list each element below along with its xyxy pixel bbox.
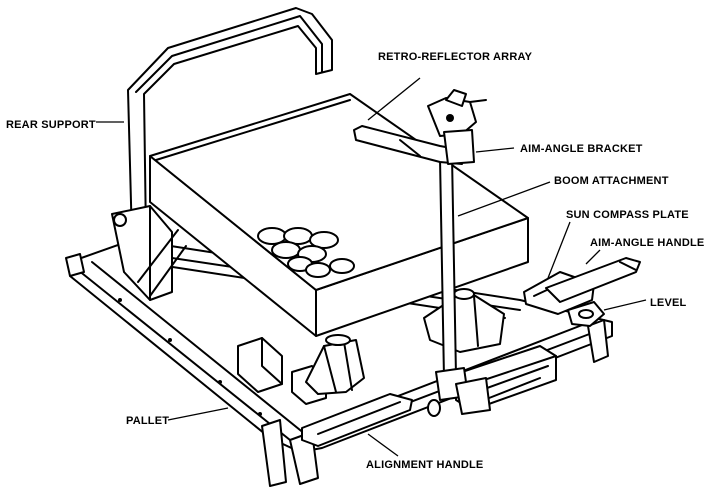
label-rear-support: REAR SUPPORT	[6, 119, 96, 131]
labels: RETRO-REFLECTOR ARRAY REAR SUPPORT AIM-A…	[6, 51, 704, 471]
alignment-handle	[301, 393, 413, 447]
leader-lines	[96, 77, 647, 457]
retro-reflector-array	[149, 93, 529, 337]
label-alignment-handle: ALIGNMENT HANDLE	[366, 459, 483, 471]
label-retro-reflector-array: RETRO-REFLECTOR ARRAY	[378, 51, 533, 63]
label-pallet: PALLET	[126, 415, 169, 427]
label-boom-attachment: BOOM ATTACHMENT	[554, 175, 669, 187]
label-aim-angle-bracket: AIM-ANGLE BRACKET	[520, 143, 643, 155]
aim-angle-handle	[545, 257, 641, 303]
reflector-cups	[257, 227, 355, 278]
label-sun-compass-plate: SUN COMPASS PLATE	[566, 209, 689, 221]
boom-assembly	[353, 89, 491, 417]
level-indicator	[567, 301, 605, 327]
rear-support	[111, 7, 333, 301]
label-aim-angle-handle: AIM-ANGLE HANDLE	[590, 237, 704, 249]
label-level: LEVEL	[650, 297, 687, 309]
